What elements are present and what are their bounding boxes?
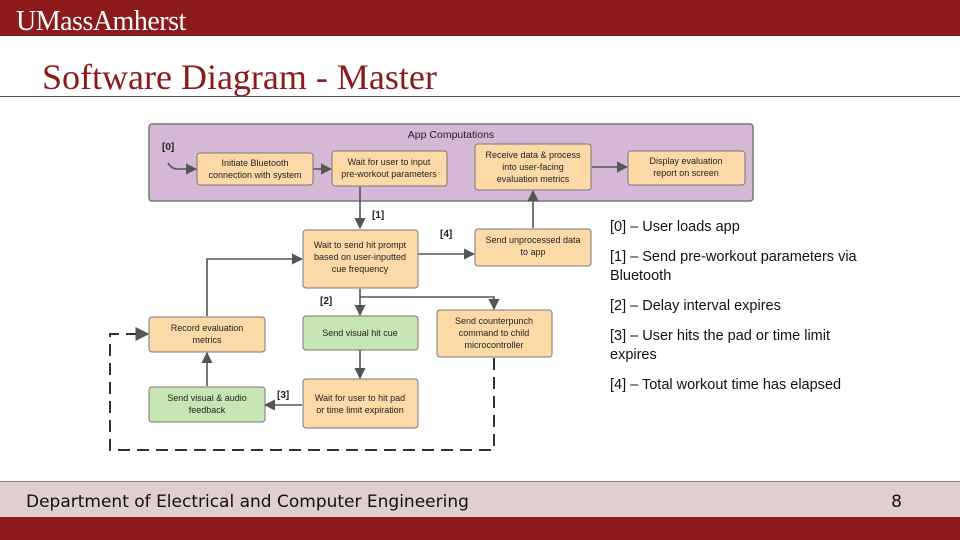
node-wait-hit-prompt: Wait to send hit prompt based on user-in… [302,229,419,289]
svg-text:microcontroller: microcontroller [464,340,523,350]
svg-text:Wait for user to input: Wait for user to input [348,157,431,167]
legend-item: [2] – Delay interval expires [610,298,781,314]
legend-item: [4] – Total workout time has elapsed [610,377,842,393]
step-label-1: [1] [372,210,384,221]
svg-text:Receive data & process: Receive data & process [485,150,581,160]
svg-text:feedback: feedback [189,405,226,415]
group-label: App Computations [408,129,494,141]
svg-text:report on screen: report on screen [653,168,719,178]
svg-text:Send unprocessed data: Send unprocessed data [485,235,580,245]
step-label-4: [4] [440,229,452,240]
node-wait-user-hit: Wait for user to hit pad or time limit e… [302,378,419,429]
svg-text:Send visual hit cue: Send visual hit cue [322,328,398,338]
svg-text:into user-facing: into user-facing [502,162,564,172]
node-display-report: Display evaluation report on screen [627,150,746,186]
svg-text:or time limit expiration: or time limit expiration [316,405,404,415]
node-send-unprocessed: Send unprocessed data to app [474,228,592,267]
edge-dashed-loop [109,327,495,451]
svg-text:Wait for user to hit pad: Wait for user to hit pad [315,393,405,403]
svg-text:to app: to app [520,247,545,257]
node-counterpunch: Send counterpunch command to child micro… [436,309,553,358]
node-visual-hit-cue: Send visual hit cue [302,315,419,351]
svg-text:metrics: metrics [193,335,222,345]
bottom-banner [0,517,960,540]
page-number: 8 [891,492,902,512]
step-label-3: [3] [277,390,289,401]
svg-text:Initiate Bluetooth: Initiate Bluetooth [221,158,288,168]
svg-text:Send visual & audio: Send visual & audio [167,393,247,403]
svg-text:evaluation metrics: evaluation metrics [497,174,570,184]
umass-amherst-logo: UMassAmherst [16,6,186,37]
node-feedback: Send visual & audio feedback [148,386,266,423]
svg-text:cue frequency: cue frequency [332,264,389,274]
legend-item: [3] – User hits the pad or time limit ex… [610,328,830,363]
svg-text:based on user-inputted: based on user-inputted [314,252,406,262]
svg-text:Record evaluation: Record evaluation [171,323,244,333]
svg-text:connection with system: connection with system [208,170,301,180]
footer-bar: Department of Electrical and Computer En… [0,481,960,518]
step-legend: [0] – User loads app [1] – Send pre-work… [610,218,860,406]
svg-text:command to child: command to child [459,328,530,338]
legend-item: [1] – Send pre-workout parameters via Bl… [610,249,857,284]
title-divider [0,96,960,97]
top-banner: UMassAmherst [0,0,960,37]
node-wait-input: Wait for user to input pre-workout param… [331,150,448,187]
node-record-metrics: Record evaluation metrics [148,316,266,353]
edge-hit-prompt-to-counterpunch [360,296,500,311]
department-name: Department of Electrical and Computer En… [26,492,469,512]
node-initiate-bluetooth: Initiate Bluetooth connection with syste… [196,152,314,186]
step-label-0: [0] [162,142,174,153]
svg-text:Display evaluation: Display evaluation [649,156,722,166]
edge-start-to-initiate [167,162,198,175]
step-label-2: [2] [320,296,332,307]
svg-text:pre-workout parameters: pre-workout parameters [341,169,437,179]
edge-record-to-hit-prompt [206,253,304,316]
slide-title: Software Diagram - Master [42,57,437,97]
legend-item: [0] – User loads app [610,219,740,235]
node-receive-data: Receive data & process into user-facing … [474,143,592,191]
svg-text:Wait to send hit prompt: Wait to send hit prompt [314,240,407,250]
svg-text:Send counterpunch: Send counterpunch [455,316,533,326]
